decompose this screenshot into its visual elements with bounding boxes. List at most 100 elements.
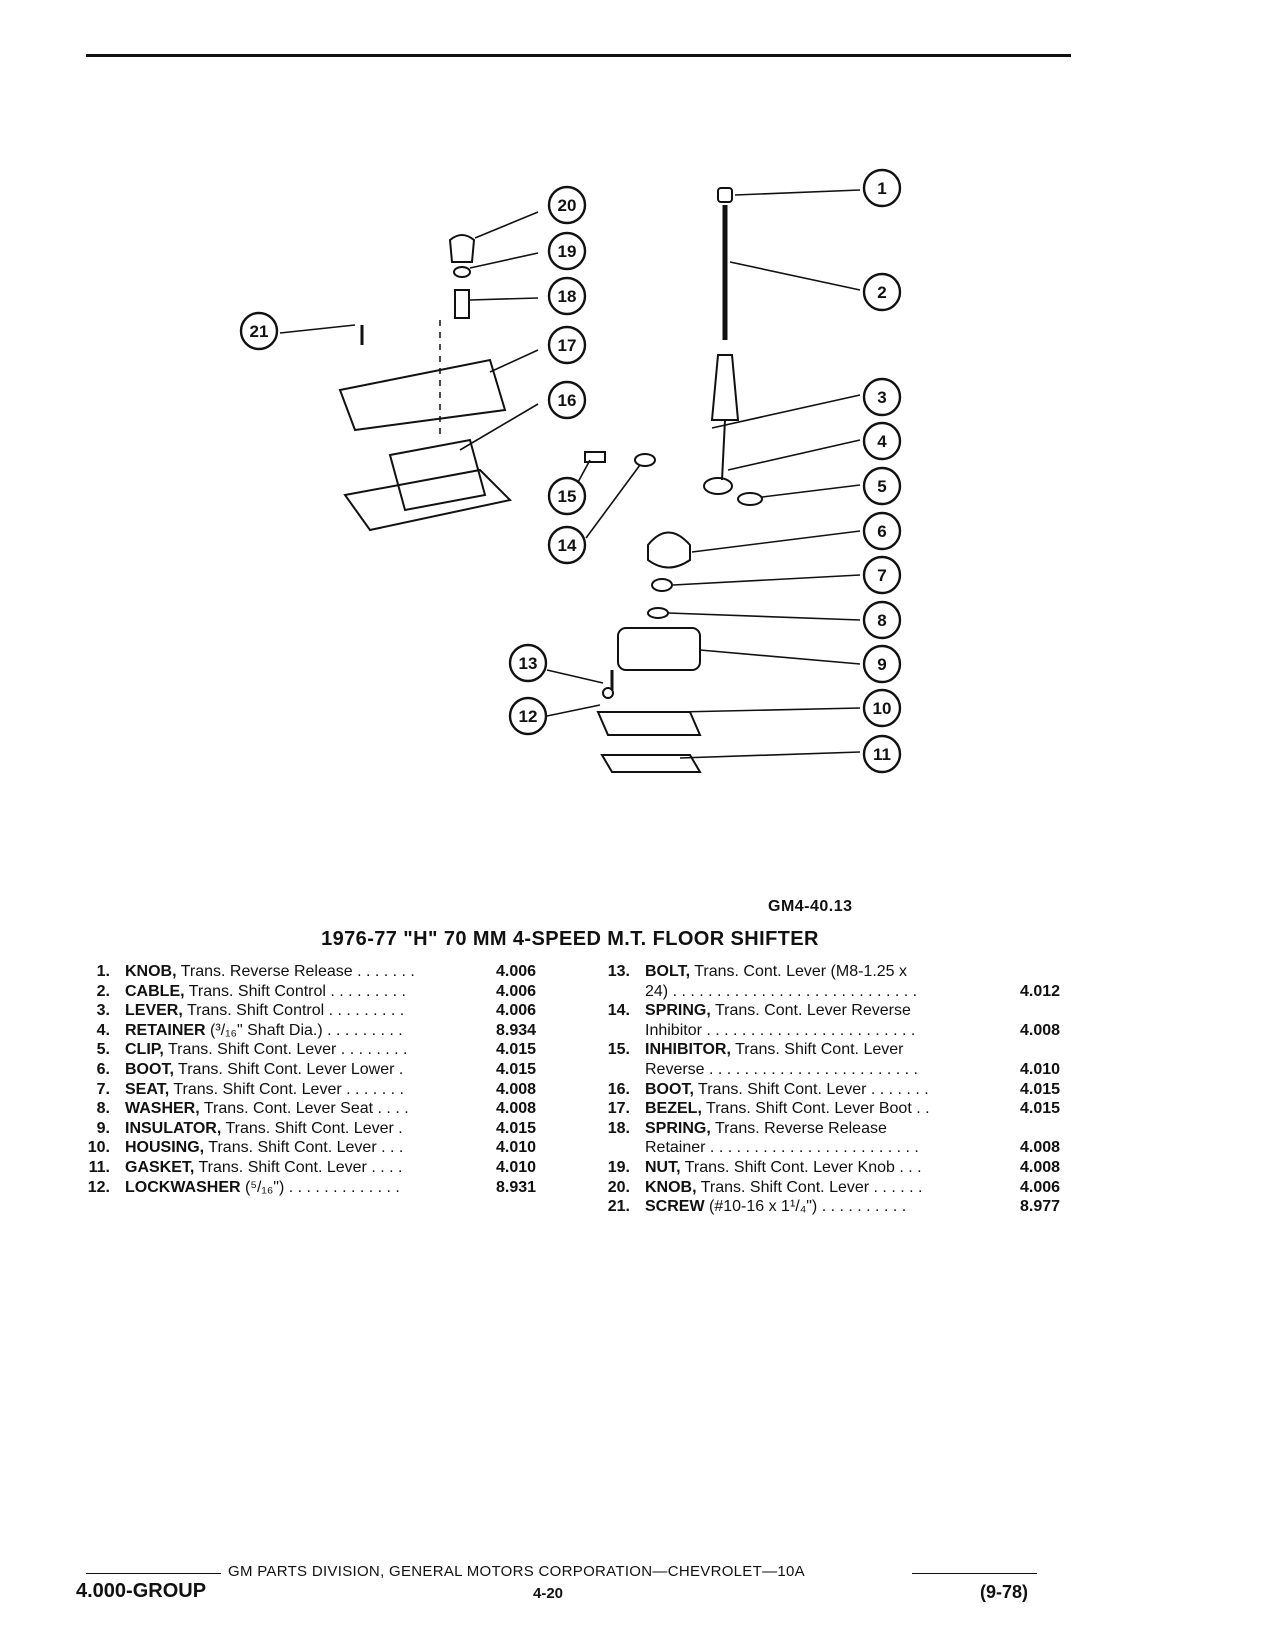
callout-12: 12 bbox=[519, 707, 538, 726]
part-8-shape bbox=[647, 607, 669, 619]
part-number: 17. bbox=[607, 1100, 630, 1118]
part-10-shape bbox=[596, 711, 702, 736]
part-number: 2. bbox=[96, 982, 110, 1000]
callout-17: 17 bbox=[558, 336, 577, 355]
group-number: 4.012 bbox=[1020, 982, 1061, 1000]
part-name: LOCKWASHER bbox=[125, 1178, 241, 1196]
part-name: BOOT, bbox=[125, 1060, 174, 1078]
part-row-3: 3. LEVER, Trans. Shift Control . . . . . … bbox=[60, 1001, 560, 1021]
part-number: 16. bbox=[607, 1080, 630, 1098]
part-row-11: 11.GASKET, Trans. Shift Cont. Lever . . … bbox=[60, 1158, 560, 1178]
part-description: Trans. Shift Cont. Lever . bbox=[221, 1119, 403, 1137]
group-number: 4.008 bbox=[496, 1100, 537, 1118]
part-15-shape bbox=[584, 451, 606, 463]
group-number: 4.010 bbox=[1020, 1060, 1061, 1078]
part-description-cont: Reverse . . . . . . . . . . . . . . . . … bbox=[645, 1060, 918, 1078]
part-name: RETAINER bbox=[125, 1021, 206, 1039]
group-number: 4.008 bbox=[1020, 1158, 1061, 1176]
part-row-4: 4.RETAINER (³/₁₆" Shaft Dia.) . . . . . … bbox=[60, 1021, 560, 1041]
part-row-5: 5.CLIP, Trans. Shift Cont. Lever . . . .… bbox=[60, 1040, 560, 1060]
part-9-shape bbox=[617, 627, 701, 671]
part-description: Trans. Shift Cont. Lever . . . . . . . . bbox=[163, 1041, 408, 1059]
footer-rule-right bbox=[912, 1573, 1037, 1574]
part-number: 18. bbox=[607, 1119, 630, 1137]
group-number: 4.006 bbox=[1020, 1178, 1061, 1196]
figure-code: GM4-40.13 bbox=[768, 898, 853, 915]
group-number: 4.008 bbox=[1020, 1139, 1061, 1157]
part-name: GASKET, bbox=[125, 1158, 195, 1176]
footer-group: 4.000-GROUP bbox=[76, 1580, 207, 1602]
part-description: Trans. Shift Cont. Lever . . . . . . . bbox=[693, 1080, 929, 1098]
part-name: NUT, bbox=[645, 1158, 681, 1176]
part-description-cont: 24) . . . . . . . . . . . . . . . . . . … bbox=[645, 982, 918, 1000]
footer-corporation: GM PARTS DIVISION, GENERAL MOTORS CORPOR… bbox=[228, 1563, 805, 1580]
group-number: 8.931 bbox=[496, 1178, 537, 1196]
callout-18: 18 bbox=[558, 287, 577, 306]
part-name: INHIBITOR, bbox=[645, 1041, 731, 1059]
part-number: 20. bbox=[607, 1178, 630, 1196]
part-row-19: 19.NUT, Trans. Shift Cont. Lever Knob . … bbox=[580, 1158, 1080, 1178]
part-14-shape bbox=[634, 453, 656, 467]
callout-2: 2 bbox=[877, 283, 886, 302]
part-row-10: 10.HOUSING, Trans. Shift Cont. Lever . .… bbox=[60, 1138, 560, 1158]
part-name: WASHER, bbox=[125, 1100, 200, 1118]
group-number: 4.008 bbox=[496, 1080, 537, 1098]
part-number: 3. bbox=[96, 1002, 110, 1020]
part-row-16: 16. BOOT, Trans. Shift Cont. Lever . . . … bbox=[580, 1080, 1080, 1100]
footer-date: (9-78) bbox=[980, 1582, 1029, 1602]
group-number: 8.977 bbox=[1020, 1198, 1061, 1216]
part-number: 1. bbox=[96, 963, 110, 980]
part-number: 14. bbox=[607, 1002, 630, 1020]
part-description: Trans. Shift Cont. Lever . . . bbox=[204, 1139, 404, 1157]
group-number: 4.015 bbox=[496, 1041, 537, 1059]
part-19-shape bbox=[453, 266, 471, 278]
part-name: INSULATOR, bbox=[125, 1119, 222, 1137]
part-row-6: 6.BOOT, Trans. Shift Cont. Lever Lower .… bbox=[60, 1060, 560, 1080]
part-row-12: 12.LOCKWASHER (⁵/₁₆") . . . . . . . . . … bbox=[60, 1178, 560, 1198]
part-number: 6. bbox=[96, 1060, 110, 1078]
group-number: 4.006 bbox=[496, 982, 537, 1000]
part-row-18: 18. SPRING, Trans. Reverse Release Retai… bbox=[580, 1119, 1080, 1158]
part-name: LEVER, bbox=[125, 1002, 183, 1020]
part-7-shape bbox=[651, 578, 673, 592]
part-number: 4. bbox=[96, 1021, 110, 1039]
group-number: 4.010 bbox=[496, 1139, 537, 1157]
part-name: BOLT, bbox=[645, 963, 691, 980]
parts-list-right: 13. BOLT, Trans. Cont. Lever (M8-1.25 x … bbox=[580, 962, 1080, 1217]
part-row-2: 2.CABLE, Trans. Shift Control . . . . . … bbox=[60, 982, 560, 1002]
part-name: KNOB, bbox=[125, 963, 177, 980]
group-number: 8.934 bbox=[496, 1021, 537, 1039]
group-number: 4.006 bbox=[496, 1002, 537, 1020]
callout-21: 21 bbox=[250, 322, 269, 341]
group-number: 4.015 bbox=[496, 1119, 537, 1137]
part-18-shape bbox=[454, 289, 470, 319]
part-row-8: 8.WASHER, Trans. Cont. Lever Seat . . . … bbox=[60, 1099, 560, 1119]
part-number: 9. bbox=[96, 1119, 110, 1137]
callout-7: 7 bbox=[877, 566, 886, 585]
group-number: 4.015 bbox=[1020, 1100, 1061, 1118]
part-description: Trans. Reverse Release bbox=[710, 1119, 887, 1137]
part-row-13: 13. BOLT, Trans. Cont. Lever (M8-1.25 x … bbox=[580, 962, 1080, 1001]
part-description: Trans. Cont. Lever Seat . . . . bbox=[199, 1100, 409, 1118]
part-name: BOOT, bbox=[645, 1080, 694, 1098]
part-row-1: 1.KNOB, Trans. Reverse Release . . . . .… bbox=[60, 962, 560, 982]
group-number: 4.008 bbox=[1020, 1021, 1061, 1039]
part-6-shape bbox=[647, 531, 691, 569]
part-description: (⁵/₁₆") . . . . . . . . . . . . . bbox=[240, 1178, 400, 1196]
part-description-cont: Inhibitor . . . . . . . . . . . . . . . … bbox=[645, 1021, 916, 1039]
part-description: Trans. Shift Cont. Lever . . . . . . bbox=[696, 1178, 923, 1196]
callout-9: 9 bbox=[877, 655, 886, 674]
part-12-shape bbox=[602, 687, 614, 699]
part-1-shape bbox=[717, 187, 733, 203]
part-number: 19. bbox=[607, 1158, 630, 1176]
part-name: SPRING, bbox=[645, 1002, 711, 1020]
callout-1: 1 bbox=[877, 179, 886, 198]
callout-4: 4 bbox=[877, 432, 887, 451]
group-number: 4.010 bbox=[496, 1158, 537, 1176]
part-description: Trans. Shift Control . . . . . . . . . bbox=[182, 1002, 405, 1020]
callout-13: 13 bbox=[519, 654, 538, 673]
part-description: Trans. Shift Cont. Lever . . . . . . . bbox=[169, 1080, 404, 1098]
part-row-7: 7.SEAT, Trans. Shift Cont. Lever . . . .… bbox=[60, 1080, 560, 1100]
part-name: CABLE, bbox=[125, 982, 185, 1000]
callout-8: 8 bbox=[877, 611, 886, 630]
